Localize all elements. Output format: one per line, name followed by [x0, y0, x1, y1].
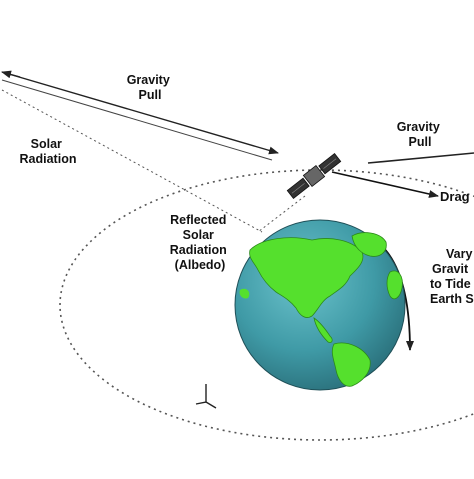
- gravity-pull-right-label: Gravity Pull: [397, 120, 444, 149]
- gravity-pull-arrow-left: [1, 71, 279, 155]
- orbit-marker: [195, 384, 217, 409]
- satellite-icon: [286, 153, 342, 199]
- earth-globe-icon: [234, 219, 406, 391]
- solar-radiation-ray: [1, 79, 273, 161]
- solar-radiation-label: Solar Radiation: [20, 137, 77, 166]
- drag-arrow: [331, 171, 439, 198]
- gravity-pull-line-right: [367, 152, 474, 164]
- varying-gravity-label: Vary Gravit to Tide Earth S: [430, 247, 474, 306]
- solar-radiation-dotted-ray: [1, 89, 263, 233]
- reflected-solar-radiation-label: Reflected Solar Radiation (Albedo): [170, 213, 230, 272]
- gravity-pull-arrow-left-tip: [1, 70, 21, 79]
- drag-label: Drag: [440, 189, 470, 204]
- gravity-pull-left-label: Gravity Pull: [127, 73, 174, 102]
